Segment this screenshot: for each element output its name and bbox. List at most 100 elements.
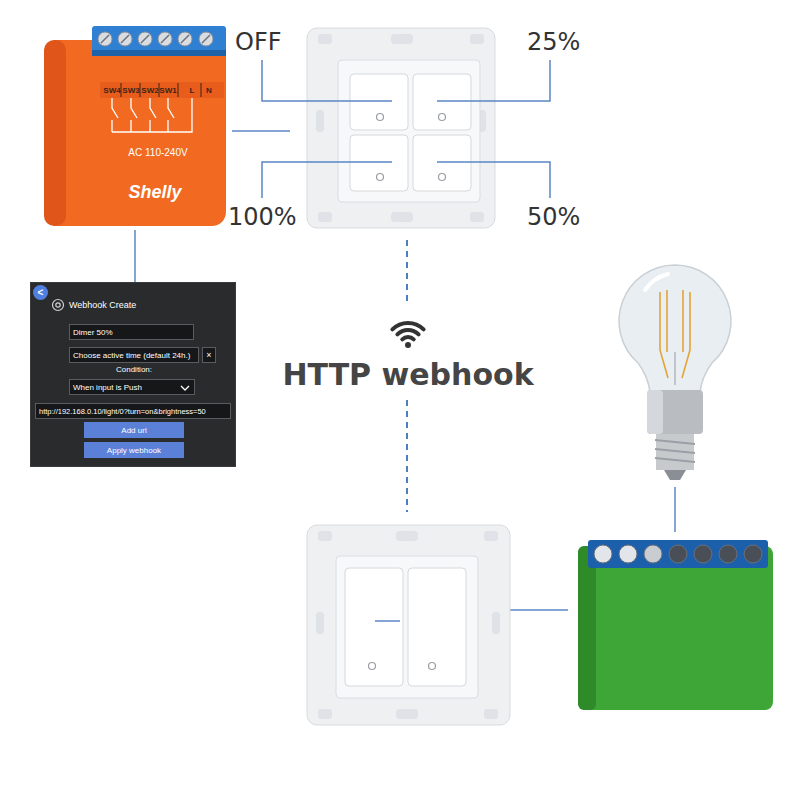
two-button-switch	[307, 525, 510, 725]
four-button-switch	[307, 28, 495, 228]
light-bulb-part-part	[655, 440, 695, 444]
four-button-switch-part	[377, 114, 446, 181]
four-button-switch-part-part	[439, 114, 446, 121]
shelly-i4-device-part	[92, 50, 226, 56]
dimmer-device-part	[578, 546, 773, 710]
node-text: Choose active time (default 24h.)	[70, 351, 193, 360]
shelly-i4-device-part	[44, 40, 66, 226]
dropdown-chevron-path	[181, 386, 189, 390]
two-button-switch-part-part	[345, 568, 403, 686]
terminal-label: SW4	[103, 86, 120, 95]
shelly-i4-device-part-part	[150, 98, 156, 132]
node-text: http://192.168.0.10/light/0?turn=on&brig…	[36, 407, 209, 416]
shelly-i4-device-part-part	[168, 98, 174, 132]
light-bulb-part	[619, 265, 731, 392]
four-button-switch-part	[391, 212, 413, 222]
wifi-icon-part	[402, 337, 413, 339]
light-bulb-part	[656, 434, 694, 470]
terminal-label: N	[206, 86, 212, 95]
wifi-icon	[392, 323, 423, 339]
shelly-i4-device-part-part	[121, 35, 129, 43]
webhook-panel: Webhook CreateCondition: < Dimer 50% Choose…	[30, 282, 236, 467]
time-field: Choose active time (default 24h.)	[69, 347, 199, 363]
two-button-switch-part	[369, 663, 436, 670]
add-url-button: Add url	[84, 422, 184, 438]
dimmer-device-part	[594, 545, 762, 563]
condition-select: When input is Push	[69, 379, 195, 395]
light-bulb-part	[655, 440, 695, 462]
leader-lines	[262, 60, 550, 198]
terminal-label: SW1	[159, 86, 176, 95]
two-button-switch-part	[307, 525, 510, 725]
webhook-icon-ring	[53, 300, 64, 311]
four-button-switch-part	[307, 28, 495, 228]
shelly-i4-device-part	[112, 98, 192, 132]
connector-line	[134, 230, 136, 282]
two-button-switch-part	[484, 531, 498, 541]
leader-lines-part	[437, 162, 550, 198]
two-button-switch-part	[345, 568, 466, 686]
shelly-i4-device-part-part	[112, 98, 192, 132]
four-button-switch-part-part	[377, 114, 384, 121]
shelly-i4-device-part-part	[202, 35, 210, 43]
two-button-switch-part	[336, 556, 478, 698]
back-button: <	[33, 285, 48, 300]
dimmer-device-part-part	[594, 545, 612, 563]
two-button-switch-part-part	[408, 568, 466, 686]
dropdown-chevron	[180, 384, 190, 392]
node-text: Add url	[121, 426, 146, 435]
shelly-i4-device-part-part	[112, 98, 118, 132]
shelly-i4-device	[44, 26, 226, 226]
light-bulb	[619, 265, 731, 480]
light-bulb-part	[664, 470, 686, 480]
shelly-i4-device-part-part	[141, 35, 149, 43]
webhook-icon	[51, 298, 65, 312]
percent-label: 100%	[228, 203, 297, 231]
terminal-label: SW3	[122, 86, 139, 95]
condition-label: Condition:	[116, 365, 152, 374]
two-button-switch-part	[318, 709, 332, 719]
dimmer-device-part-part	[619, 545, 637, 563]
four-button-switch-part-part	[439, 174, 446, 181]
wifi-dot	[405, 342, 411, 348]
node-text: When input is Push	[70, 383, 145, 392]
webhook-icon-core	[56, 303, 60, 307]
terminal-label: L	[190, 86, 195, 95]
wire-line	[375, 620, 400, 622]
shelly-i4-device-part	[44, 40, 226, 226]
light-bulb-part	[647, 390, 663, 434]
panel-title: Webhook Create	[69, 300, 136, 310]
percent-label: 25%	[527, 28, 580, 56]
shelly-i4-device-part-part	[138, 32, 152, 46]
shelly-i4-device-part-part	[158, 32, 172, 46]
shelly-i4-device-part	[121, 83, 201, 97]
four-button-switch-part-part	[413, 74, 471, 130]
light-bulb-part	[647, 390, 703, 434]
shelly-i4-device-part-part	[181, 35, 189, 43]
shelly-i4-device-part-part	[131, 98, 137, 132]
light-bulb-part-part	[655, 458, 695, 462]
shelly-i4-device-part-part	[199, 32, 213, 46]
url-field: http://192.168.0.10/light/0?turn=on&brig…	[35, 403, 231, 419]
leader-lines-part	[262, 162, 392, 198]
dashed-link-part	[406, 400, 408, 512]
two-button-switch-part	[318, 531, 332, 541]
four-button-switch-part	[391, 34, 413, 44]
dashed-link-part	[406, 240, 408, 302]
wire-line	[232, 130, 290, 132]
four-button-switch-part	[470, 212, 484, 222]
clear-button: ×	[202, 347, 216, 363]
shelly-i4-device-part-part	[98, 32, 112, 46]
dimmer-device-part-part	[669, 545, 687, 563]
dimmer-device-part	[588, 540, 768, 568]
two-button-switch-part	[492, 612, 500, 634]
two-button-switch-part	[396, 709, 418, 719]
light-bulb-part	[645, 274, 668, 290]
shelly-device: SW4SW3SW2SW1LNAC 110-240VShelly	[40, 25, 230, 230]
four-button-switch-part	[316, 110, 324, 132]
node-text: Apply webhook	[107, 446, 161, 455]
name-field: Dimer 50%	[69, 324, 194, 340]
dimmer-device-part-part	[694, 545, 712, 563]
shelly-i4-device-part-part	[161, 35, 169, 43]
